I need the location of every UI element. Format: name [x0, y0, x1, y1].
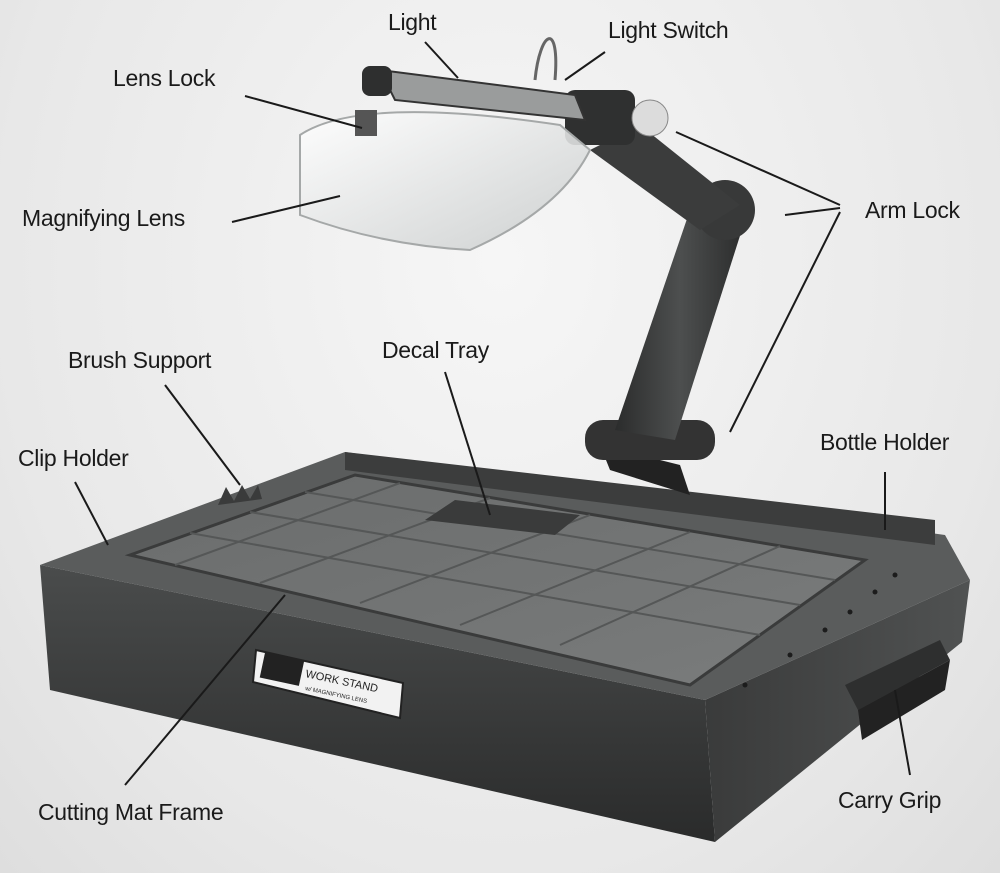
- lens-lock: [355, 110, 377, 136]
- label-cutting-mat-frame: Cutting Mat Frame: [38, 799, 224, 825]
- lamp-head: [565, 90, 635, 145]
- label-arm-lock: Arm Lock: [865, 197, 960, 223]
- label-bottle-holder: Bottle Holder: [820, 429, 950, 455]
- label-lens-lock: Lens Lock: [113, 65, 216, 91]
- leader-magnifying-lens: [231, 195, 341, 223]
- base-side-face: [705, 580, 970, 842]
- leader-arm-lock-2: [784, 207, 841, 216]
- leader-decal-tray: [444, 371, 491, 516]
- magnifying-lens: [299, 111, 592, 252]
- brush-support: [218, 485, 262, 505]
- bottle-holder-holes: [742, 572, 898, 688]
- carry-grip: [845, 640, 950, 740]
- label-brush-support: Brush Support: [68, 347, 212, 373]
- light-bulb: [631, 99, 669, 137]
- cutting-mat: [124, 473, 869, 687]
- leader-arm-lock-3: [729, 211, 841, 433]
- label-decal-tray: Decal Tray: [382, 337, 489, 363]
- label-clip-holder: Clip Holder: [18, 445, 129, 471]
- back-rail: [345, 452, 935, 545]
- leader-carry-grip: [894, 689, 911, 776]
- leader-lens-lock: [244, 95, 363, 129]
- leader-light: [424, 41, 459, 79]
- arm: [533, 37, 755, 495]
- leader-clip-holder: [74, 481, 109, 546]
- leader-lines: [74, 41, 911, 786]
- leader-brush-support: [164, 384, 241, 486]
- label-light: Light: [388, 9, 437, 35]
- light-cable: [533, 37, 558, 81]
- base: WORK STAND w/ MAGNIFYING LENS: [40, 452, 970, 842]
- decal-tray: [425, 500, 580, 535]
- leader-cutting-mat-frame: [124, 594, 286, 786]
- label-carry-grip: Carry Grip: [838, 787, 942, 813]
- leader-arm-lock-1: [675, 131, 841, 206]
- magnifier: [299, 66, 592, 252]
- mat-grid: [174, 482, 836, 646]
- label-magnifying-lens: Magnifying Lens: [22, 205, 185, 231]
- leader-light-switch: [564, 51, 606, 81]
- product-logo: WORK STAND w/ MAGNIFYING LENS: [251, 648, 405, 720]
- label-light-switch: Light Switch: [608, 17, 729, 43]
